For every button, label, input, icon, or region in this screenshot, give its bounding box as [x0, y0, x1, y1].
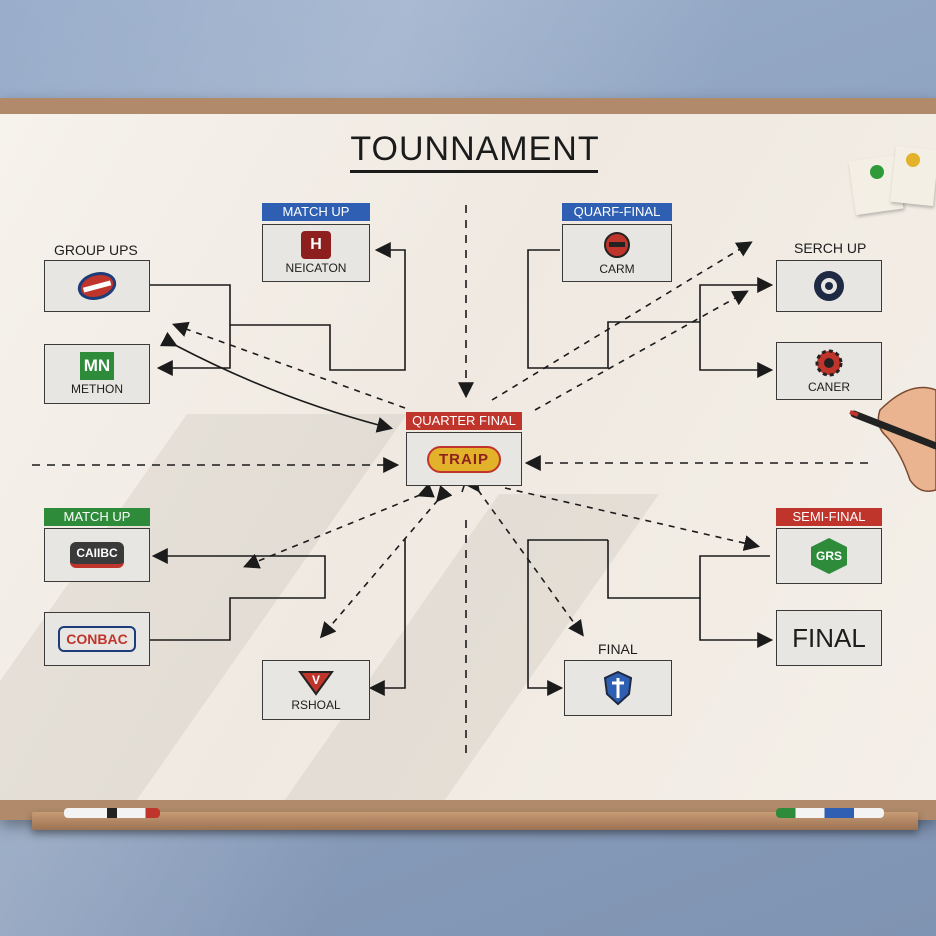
team-box-neicaton[interactable]: H NEICATON: [262, 224, 370, 282]
final-label: FINAL: [792, 623, 866, 654]
grs-logo-icon: GRS: [811, 538, 847, 574]
caiibc-logo-icon: CAIIBC: [70, 542, 123, 568]
team-box-conbac[interactable]: CONBAC: [44, 612, 150, 666]
dash-arrow-downright-2: [478, 490, 582, 634]
dash-arrow-downright: [505, 488, 757, 546]
bracket-top-left-2: [160, 325, 230, 368]
final-header: FINAL: [598, 641, 638, 657]
match-up-tag-top: MATCH UP: [262, 203, 370, 221]
serch-up-header: SERCH UP: [794, 240, 866, 256]
team-label-methon: METHON: [71, 382, 123, 396]
quarter-final-tag: QUARTER FINAL: [406, 412, 522, 430]
dash-arrow-downleft: [246, 495, 420, 566]
board-title: TOUNNAMENT: [350, 130, 600, 169]
team-box-methon[interactable]: MN METHON: [44, 344, 150, 404]
helmet-logo-icon: [599, 230, 635, 260]
bracket-bottom-left-2: [372, 538, 405, 688]
team-label-rshoal: RSHOAL: [291, 698, 340, 712]
solid-curve-arrow: [175, 345, 390, 428]
team-box-final-small[interactable]: [564, 660, 672, 716]
title-underline: [350, 170, 598, 173]
semi-final-tag: SEMI-FINAL: [776, 508, 882, 526]
team-box-grs[interactable]: GRS: [776, 528, 882, 584]
quarf-final-tag: QUARF-FINAL: [562, 203, 672, 221]
methon-logo-icon: MN: [80, 352, 114, 380]
team-box-serch-up[interactable]: [776, 260, 882, 312]
green-pin-icon: [870, 165, 884, 179]
center-box-traip[interactable]: TRAIP: [406, 432, 522, 486]
hand-with-marker-icon: [840, 380, 936, 500]
yellow-pin-icon: [906, 153, 920, 167]
bracket-bottom-left: [150, 556, 325, 640]
team-label-carm: CARM: [599, 262, 634, 276]
ball-logo-icon: [811, 268, 847, 304]
team-box-rshoal[interactable]: V RSHOAL: [262, 660, 370, 720]
team-box-carm[interactable]: CARM: [562, 224, 672, 282]
shield-icon: [603, 670, 633, 706]
bracket-bottom-right-3: [700, 598, 770, 640]
shield-logo-icon: [75, 269, 119, 303]
marker-blue-green[interactable]: [776, 808, 884, 818]
match-up-tag-bottom: MATCH UP: [44, 508, 150, 526]
dash-arrow-upleft: [175, 325, 405, 408]
v-logo-text: V: [312, 673, 320, 687]
conbac-logo-icon: CONBAC: [58, 626, 135, 652]
team-box-caiibc[interactable]: CAIIBC: [44, 528, 150, 582]
group-ups-header: GROUP UPS: [54, 242, 138, 258]
gear-logo-icon: [812, 348, 846, 378]
dash-arrow-downleft-2: [322, 500, 438, 636]
bracket-top-right-2: [700, 285, 770, 322]
team-box-group-ups[interactable]: [44, 260, 150, 312]
final-box[interactable]: FINAL: [776, 610, 882, 666]
team-label-neicaton: NEICATON: [286, 261, 347, 275]
bracket-bottom-right-2: [608, 540, 770, 598]
traip-logo-icon: TRAIP: [427, 446, 501, 473]
v-logo-icon: V: [296, 668, 336, 696]
h-logo-icon: H: [301, 231, 331, 259]
marker-red[interactable]: [64, 808, 160, 818]
